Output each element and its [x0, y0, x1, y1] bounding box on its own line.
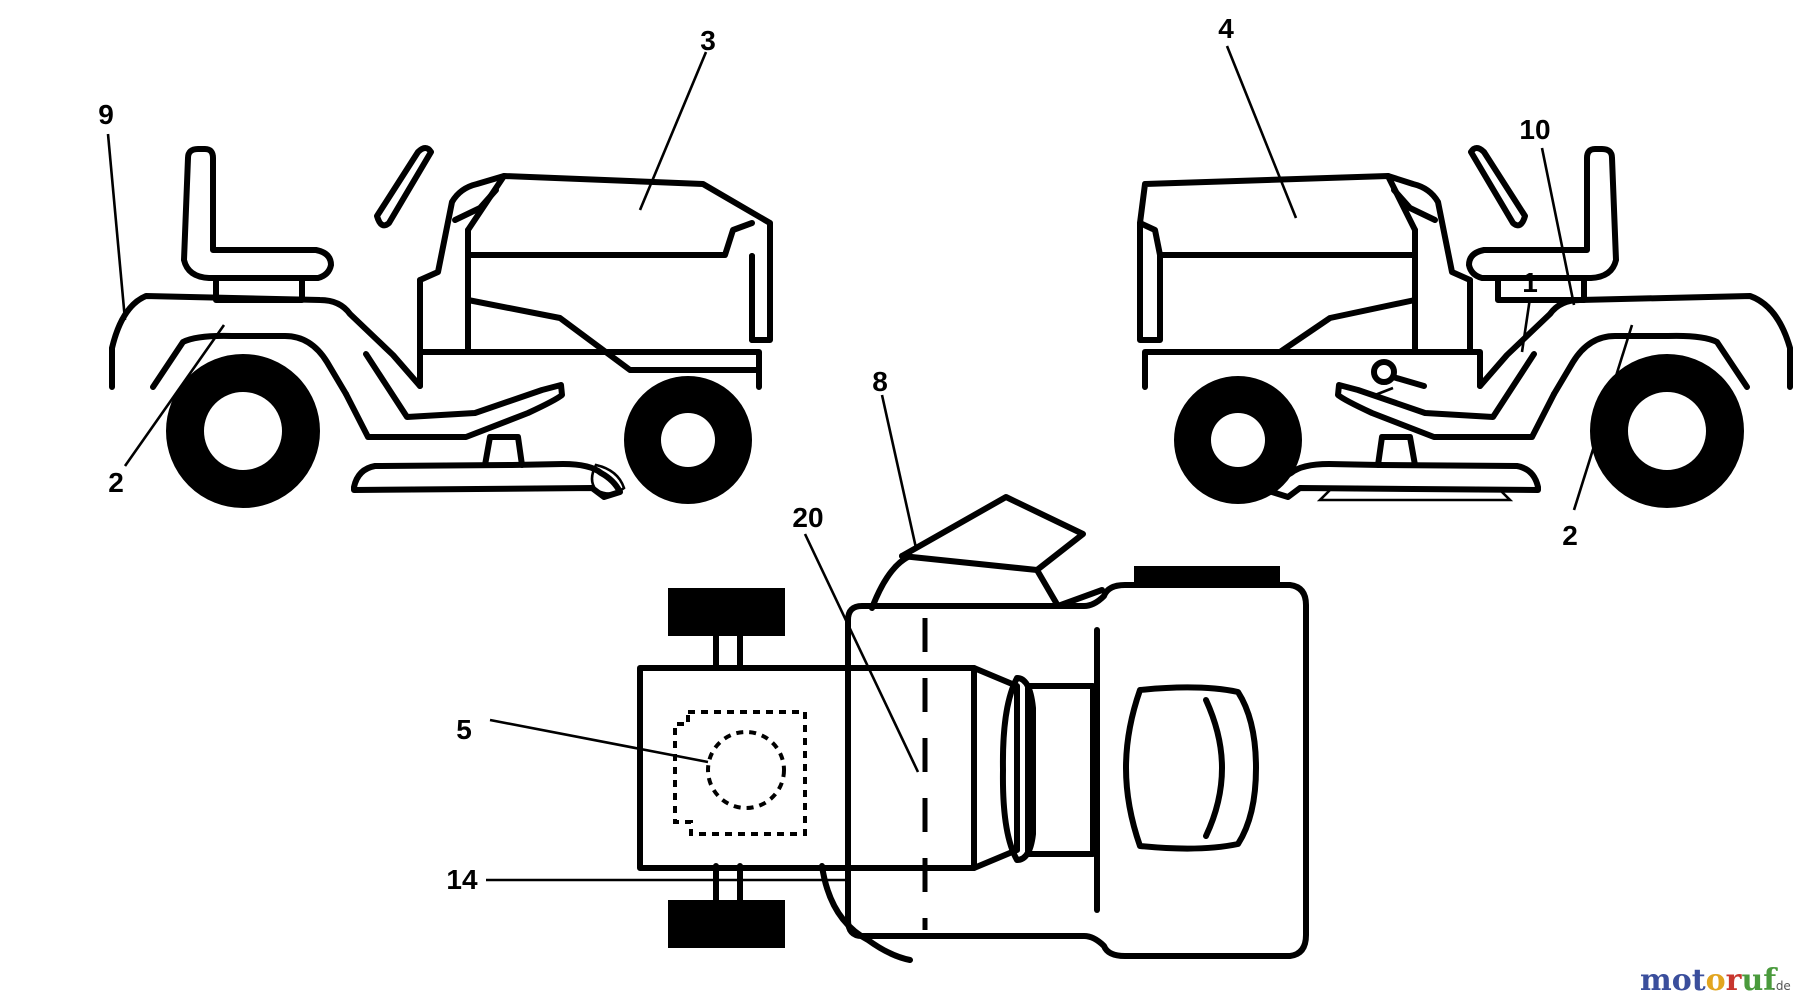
wm-suffix: .de [1772, 979, 1791, 993]
wm-letter: u [1741, 963, 1763, 998]
callout-9: 9 [98, 99, 114, 130]
callout-4: 4 [1218, 13, 1234, 44]
callout-8: 8 [872, 366, 888, 397]
wm-letter: m [1640, 963, 1672, 998]
callout-labels: 3 4 9 2 10 1 2 8 20 5 14 [98, 13, 1578, 895]
wm-letter: t [1692, 963, 1706, 998]
wm-letter: o [1706, 963, 1726, 998]
ignition-lever [1371, 359, 1427, 389]
callout-14: 14 [446, 864, 478, 895]
motoruf-watermark: motoruf .de [1640, 963, 1791, 998]
wm-letter: r [1726, 963, 1743, 998]
svg-text:motoruf: motoruf [1640, 963, 1778, 998]
callout-20: 20 [792, 502, 823, 533]
leader-lines [106, 45, 1634, 882]
wm-letter: o [1672, 963, 1692, 998]
callout-5: 5 [456, 714, 472, 745]
callout-3: 3 [700, 25, 716, 56]
tractor-left-side-view [109, 145, 773, 508]
callout-2-right: 2 [1562, 520, 1578, 551]
tractor-top-view [637, 494, 1309, 963]
tractor-right-side-view [1137, 145, 1793, 508]
callout-1: 1 [1522, 267, 1538, 298]
callout-10: 10 [1519, 114, 1550, 145]
wm-letter: f [1763, 963, 1778, 998]
callout-2-left: 2 [108, 467, 124, 498]
